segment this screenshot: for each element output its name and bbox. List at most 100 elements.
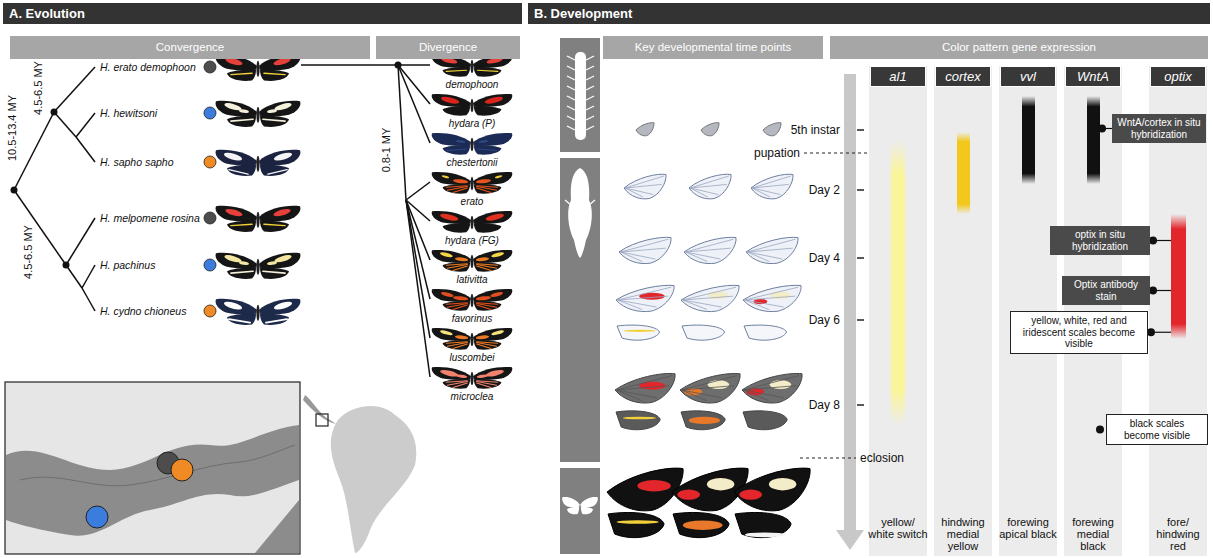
body [470,177,473,191]
caterpillar [575,52,586,140]
color-patch [624,330,656,332]
caterpillar-spine [586,116,594,120]
forewing [473,289,512,302]
butterfly [432,250,513,272]
color-patch [485,212,505,222]
caterpillar-spine [567,106,575,110]
gene-header: cortex [935,66,991,87]
forewing [216,299,257,314]
wing-pair [259,299,300,325]
color-patch [439,212,459,222]
wing-outline [616,285,674,311]
color-bar [477,265,497,269]
body [256,156,259,172]
stage-box [560,38,600,152]
race-name: favorinus [452,313,493,324]
color-patch [617,520,659,524]
wing-vein [625,188,653,195]
developing-wing [743,285,801,311]
wing-outline [608,512,664,537]
wing-vein [617,386,669,390]
developing-wing [742,373,802,403]
color-patch [441,175,449,179]
color-bar [453,305,467,310]
color-patch [490,291,504,298]
clade-age: 10.5-13.4 MY [6,95,18,161]
wing-pair [259,101,300,127]
developing-wing [751,174,793,199]
color-patch [224,207,243,217]
body [256,212,259,228]
developing-wing [608,512,664,537]
hindwing [443,262,471,272]
developing-wing [615,373,675,403]
inset-continent [331,406,417,553]
method-callout: WntA/cortex in situ hybridization [1112,114,1206,143]
pupa-spike [565,200,571,205]
forewing [473,367,512,380]
forewing [432,94,471,107]
hindwing [443,340,471,350]
method-callout: Optix antibody stain [1062,276,1150,305]
wing-pair [562,497,579,514]
gene-column [934,66,992,556]
locality-dot [86,506,108,528]
branch [76,137,95,162]
color-patch [707,478,734,490]
developing-wing [617,325,660,340]
wing-vein [682,390,722,398]
wing-pair [432,172,471,194]
adult-silhouette [562,497,598,514]
developing-wing [681,411,725,430]
forewing [473,133,512,146]
developing-wing [619,237,671,263]
butterfly [432,94,513,116]
tree-node [395,62,402,69]
caterpillar-spine [567,66,575,70]
wing-pair [216,299,257,325]
body [470,216,473,230]
hindwing [227,313,256,325]
stage-label: pupation [754,146,800,160]
wing-vein [690,188,708,197]
branch [54,67,95,112]
butterfly [432,133,513,155]
trait-label: forewing apical black [998,516,1058,540]
tree-node [51,109,58,116]
wing-outline [701,123,719,136]
wing-outline [689,174,731,199]
body [470,333,473,347]
developing-wing [616,411,660,430]
map-land [255,500,299,553]
race-name: demophoon [446,79,499,90]
color-patch [453,178,469,184]
time-tick [857,319,864,321]
section-subheader: Key developmental time points [603,36,823,59]
branch [82,265,95,288]
wing-vein [686,252,708,262]
wing-outline [743,411,787,430]
wing-vein [690,188,718,195]
wing-outline [607,468,683,511]
color-bar [447,304,467,308]
wing-pair [432,250,471,272]
wing-pair [216,101,257,127]
clade-age: 4.5-6.5 MY [32,61,44,115]
branch [406,200,430,377]
stage-box [560,158,600,462]
wing-vein [621,252,656,259]
color-bar [477,343,497,347]
forewing [216,253,257,268]
body [470,99,473,113]
node-text: optix [1153,69,1203,84]
wing-outline [734,468,810,511]
wing-pair [473,250,512,272]
developing-wing [746,237,798,263]
branch [14,190,66,265]
hindwing [260,115,289,127]
stage-label: eclosion [860,451,904,465]
wing-outline [681,411,725,430]
forewing [259,299,300,314]
hindwing [260,267,289,279]
